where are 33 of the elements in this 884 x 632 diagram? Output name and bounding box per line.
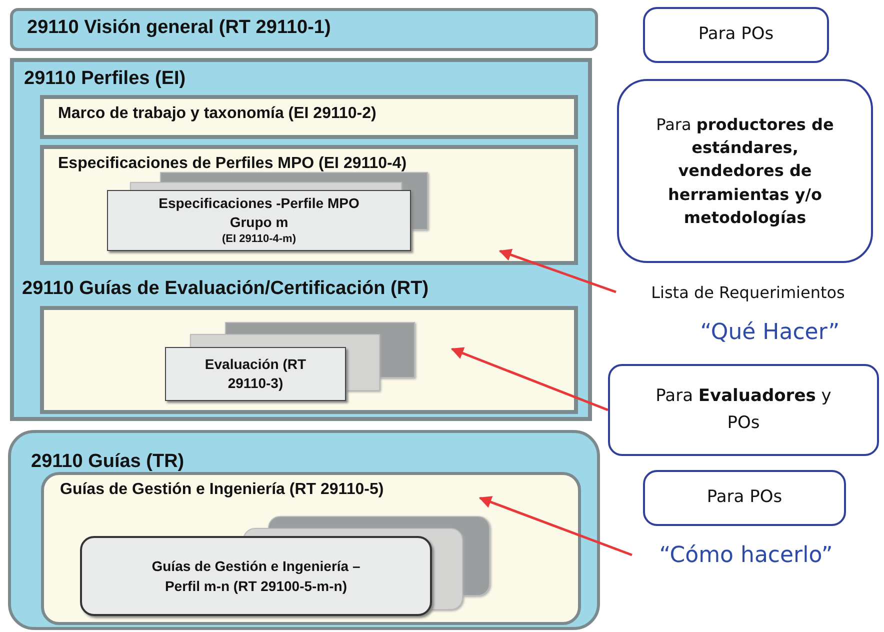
audience-box: [643, 470, 846, 526]
card-text: Especificaciones -Perfile MPO Grupo m: [158, 194, 360, 232]
group-panel: [8, 430, 600, 630]
note-text: Para POs: [706, 486, 784, 510]
heading: 29110 Perfiles (EI): [24, 68, 187, 90]
document-card: [107, 190, 411, 251]
quote-text: “Qué Hacer”: [699, 318, 841, 346]
heading: 29110 Visión general (RT 29110-1): [27, 17, 332, 39]
audience-box: [643, 7, 829, 63]
note-text: Para POs: [697, 23, 775, 46]
section-box: [41, 472, 581, 625]
title-band: [10, 8, 598, 51]
heading: Marco de trabajo y taxonomía (EI 29110-2): [58, 105, 378, 123]
document-card: [165, 347, 346, 401]
group-panel: [10, 58, 592, 421]
arrow: [478, 496, 632, 556]
arrow: [498, 248, 616, 294]
note-text: Para productores de estándares, vendedores de herramientas y/o metodologías: [655, 114, 835, 229]
heading: 29110 Guías de Evaluación/Certificación (RT): [22, 278, 429, 300]
card-text: Evaluación (RT 29110-3): [204, 355, 308, 393]
heading: 29110 Guías (TR): [31, 451, 186, 473]
card-text: Guías de Gestión e Ingeniería – Perfil m-n (RT 29100-5-m-n): [150, 556, 362, 596]
quote-text: “Cómo hacerlo”: [632, 537, 860, 573]
document-card: [80, 536, 432, 616]
audience-box: [617, 79, 873, 263]
section-box: [40, 145, 578, 265]
note-text: Lista de Requerimientos: [616, 278, 880, 306]
section-box: [40, 95, 578, 139]
note-text: Para Evaluadores y POs: [654, 384, 832, 435]
heading: Especificaciones de Perfiles MPO (EI 29110-4): [58, 155, 408, 173]
card-text: (EI 29110-4-m): [221, 232, 297, 247]
audience-box: [608, 364, 879, 456]
heading: Guías de Gestión e Ingeniería (RT 29110-5): [60, 481, 385, 499]
